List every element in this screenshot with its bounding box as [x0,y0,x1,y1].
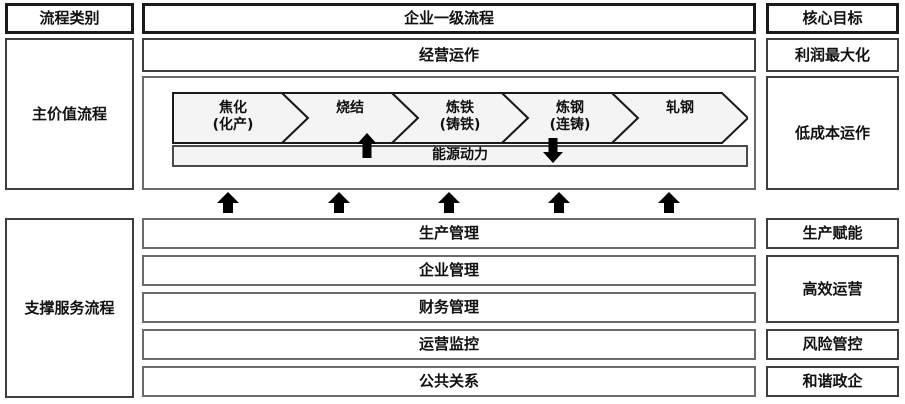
support-row-operation-monitoring: 运营监控 [142,329,756,360]
support-row-finance-management-label: 财务管理 [418,298,479,317]
process-energy-power: 能源动力 [172,145,748,167]
header-enterprise-level-one-process-label: 企业一级流程 [403,9,494,28]
header-core-goal: 核心目标 [766,3,899,34]
support-row-public-relations-label: 公共关系 [418,372,479,391]
process-energy-power-label: 能源动力 [432,147,488,164]
goal-harmonious-gov-enterprise: 和谐政企 [766,366,899,397]
energy-output-arrow-down-icon [542,138,564,164]
goal-production-empowerment-label: 生产赋能 [802,224,863,243]
support-row-public-relations: 公共关系 [142,366,756,397]
support-arrow-up-icon [216,192,240,214]
category-support-service-process: 支撑服务流程 [5,218,134,398]
goal-profit-maximization-label: 利润最大化 [794,45,870,64]
support-row-enterprise-management-label: 企业管理 [418,261,479,280]
category-main-value-stream: 主价值流程 [5,38,134,190]
support-row-enterprise-management: 企业管理 [142,255,756,286]
goal-efficient-operation: 高效运营 [766,255,899,323]
goal-risk-control-label: 风险管控 [802,335,863,354]
support-row-finance-management: 财务管理 [142,292,756,323]
energy-input-arrow-up-icon [356,133,378,159]
process-business-operation-label: 经营运作 [418,45,479,64]
support-arrow-up-icon [657,192,681,214]
goal-low-cost-operation: 低成本运作 [766,76,899,190]
support-row-operation-monitoring-label: 运营监控 [418,335,479,354]
process-step-shape [172,92,310,144]
support-row-production-management: 生产管理 [142,218,756,249]
goal-low-cost-operation-label: 低成本运作 [794,123,870,142]
category-main-value-stream-label: 主价值流程 [31,104,107,123]
support-arrow-up-icon [547,192,571,214]
header-process-category-label: 流程类别 [39,9,100,28]
process-step-shape [609,92,748,144]
process-chevron-chain: 焦化 (化产)烧结炼铁 (铸铁)炼钢 (连铸)轧钢 [172,92,748,144]
header-process-category: 流程类别 [5,3,134,34]
goal-risk-control: 风险管控 [766,329,899,360]
support-arrow-up-icon [437,192,461,214]
goal-harmonious-gov-enterprise-label: 和谐政企 [802,372,863,391]
category-support-service-process-label: 支撑服务流程 [24,298,115,317]
support-row-production-management-label: 生产管理 [418,224,479,243]
support-arrow-up-icon [327,192,351,214]
goal-profit-maximization: 利润最大化 [766,38,899,72]
goal-efficient-operation-label: 高效运营 [802,279,863,298]
header-enterprise-level-one-process: 企业一级流程 [142,3,756,34]
goal-production-empowerment: 生产赋能 [766,218,899,249]
header-core-goal-label: 核心目标 [802,9,863,28]
process-business-operation: 经营运作 [142,38,756,72]
